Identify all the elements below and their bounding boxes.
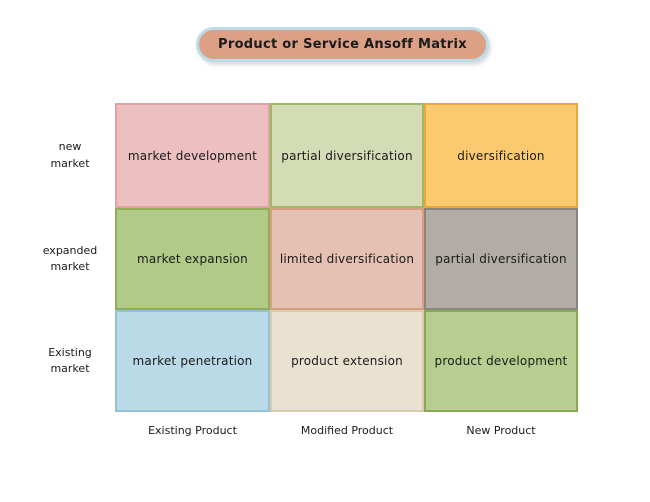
row-label-expanded-market: expanded market (42, 243, 98, 274)
cell-market-development: market development (115, 103, 270, 208)
col-label-new-product: New Product (466, 424, 536, 437)
row-label-new-market: new market (50, 140, 90, 170)
matrix-grid: market development partial diversificati… (115, 103, 578, 412)
cell-limited-diversification: limited diversification (270, 208, 424, 310)
cell-partial-diversification-top: partial diversification (270, 103, 424, 208)
diagram-title-text: Product or Service Ansoff Matrix (218, 37, 467, 52)
row-label-existing-market: Existing market (48, 345, 92, 376)
cell-market-expansion: market expansion (115, 208, 270, 310)
cell-product-extension: product extension (270, 310, 424, 412)
cell-diversification: diversification (424, 103, 578, 208)
diagram-title: Product or Service Ansoff Matrix (196, 27, 489, 62)
cell-product-development: product development (424, 310, 578, 412)
col-label-existing-product: Existing Product (148, 424, 237, 437)
col-label-modified-product: Modified Product (300, 424, 394, 437)
cell-partial-diversification-mid: partial diversification (424, 208, 578, 310)
cell-market-penetration: market penetration (115, 310, 270, 412)
